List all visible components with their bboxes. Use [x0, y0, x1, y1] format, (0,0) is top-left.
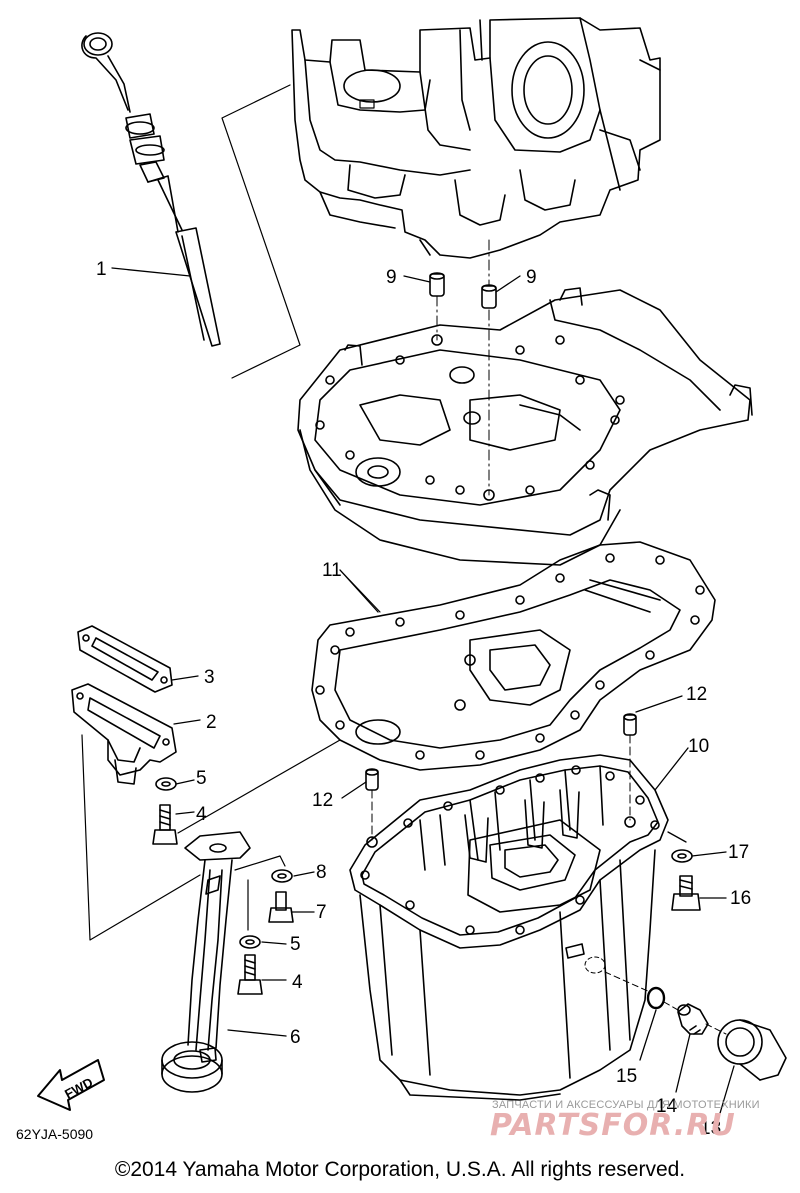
dowel-pin-12-right: [623, 713, 637, 821]
callout-9-right: 9: [526, 267, 537, 288]
callout-8: 8: [316, 862, 327, 883]
engine-block-outline: [291, 17, 661, 259]
dipstick-part-1: [81, 32, 221, 347]
watermark-logo: PARTSFOR.RU: [490, 1108, 736, 1143]
bolt-part-7: [268, 891, 294, 923]
exhaust-guide-plate: [297, 287, 753, 566]
gasket-part-11: [311, 541, 716, 771]
dowel-pin-right: [481, 284, 497, 309]
strainer-gasket-part-3: [77, 625, 173, 693]
callout-14: 14: [656, 1096, 678, 1117]
drain-plug-part-14: [677, 1003, 709, 1035]
copyright-notice: ©2014 Yamaha Motor Corporation, U.S.A. A…: [114, 1158, 686, 1181]
callout-4-upper: 4: [196, 804, 207, 825]
callout-1: 1: [96, 259, 107, 280]
washer-part-5-lower: [239, 935, 261, 949]
callout-12-left: 12: [312, 790, 333, 811]
fwd-arrow-icon: [37, 1059, 105, 1111]
callout-13: 13: [700, 1118, 721, 1139]
callout-16: 16: [730, 888, 751, 909]
drain-cap-part-13: [717, 1019, 787, 1081]
callout-2: 2: [206, 712, 217, 733]
callout-7: 7: [316, 902, 327, 923]
washer-part-8: [271, 869, 293, 883]
callout-17: 17: [728, 842, 749, 863]
left-leader-lines: [81, 734, 341, 941]
fwd-label: FWD: [62, 1075, 95, 1102]
dowel-pin-left: [429, 272, 445, 297]
callout-4-lower: 4: [292, 972, 303, 993]
callout-leaders: [111, 267, 735, 1121]
oil-pan-part-10: [349, 754, 669, 1101]
callout-3: 3: [204, 667, 215, 688]
bolt-part-4-upper: [152, 804, 178, 845]
callout-9-left: 9: [386, 267, 397, 288]
callout-5-upper: 5: [196, 768, 207, 789]
dowel-center-lines: [436, 239, 490, 496]
drain-leader-lines: [604, 971, 727, 1035]
callout-15: 15: [616, 1066, 637, 1087]
diagram-code: 62YJA-5090: [16, 1126, 93, 1142]
dowel-pin-12-left: [365, 768, 379, 841]
watermark-tagline: ЗАПЧАСТИ И АКСЕССУАРЫ ДЛЯ МОТОТЕХНИКИ: [492, 1099, 760, 1111]
oil-strainer-pipe-part-6: [161, 831, 251, 1093]
callout-12-right: 12: [686, 684, 707, 705]
dipstick-leader-bracket: [221, 84, 301, 379]
callout-11: 11: [322, 560, 342, 581]
strainer-housing-part-2: [71, 683, 177, 785]
callout-10: 10: [688, 736, 709, 757]
callout-numbers: 1 9 9 11 3 2 5 4 12 12 10 8 7 5 4 6 17 1…: [96, 259, 751, 1139]
bolt-part-16: [671, 875, 701, 911]
bolt-part-4-lower: [237, 954, 263, 995]
callout-5-lower: 5: [290, 934, 301, 955]
callout-6: 6: [290, 1027, 301, 1048]
washer-part-5-upper: [155, 777, 177, 791]
washer-part-17: [671, 849, 693, 863]
drain-gasket-part-15: [646, 986, 666, 1010]
